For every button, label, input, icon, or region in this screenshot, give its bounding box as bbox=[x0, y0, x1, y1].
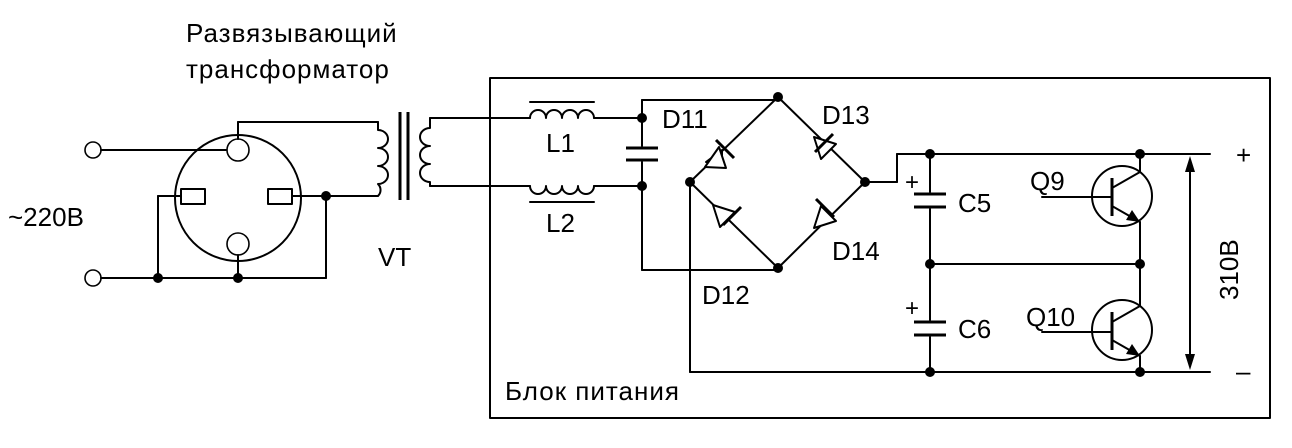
diode-d13 bbox=[813, 132, 837, 160]
transistor-q9-label: Q9 bbox=[1030, 166, 1065, 196]
diode-d11 bbox=[704, 138, 736, 169]
inductor-l1: L1 bbox=[529, 101, 643, 158]
diode-d12-label: D12 bbox=[702, 280, 750, 310]
plus-sign: + bbox=[1236, 140, 1251, 170]
inductor-l2-label: L2 bbox=[546, 208, 575, 238]
dc-bus bbox=[689, 149, 1211, 377]
title-line-1: Развязывающий bbox=[186, 18, 398, 48]
title-line-2: трансформатор bbox=[186, 54, 390, 84]
mains-terminal-bottom bbox=[84, 269, 102, 287]
capacitor-c6: + C6 bbox=[905, 263, 991, 373]
capacitor-c5: + C5 bbox=[905, 153, 991, 265]
capacitor-c5-label: C5 bbox=[958, 188, 991, 218]
transistor-q9: Q9 bbox=[1030, 153, 1153, 265]
diode-d14-label: D14 bbox=[832, 236, 880, 266]
power-block-border bbox=[489, 77, 1271, 419]
diode-d12 bbox=[712, 204, 743, 228]
transistor-q10-label: Q10 bbox=[1026, 302, 1075, 332]
inductor-l2: L2 bbox=[529, 185, 643, 238]
socket-pin-top bbox=[226, 138, 250, 162]
inductor-l1-label: L1 bbox=[546, 128, 575, 158]
transformer-label: VT bbox=[378, 242, 411, 272]
filter-capacitor bbox=[626, 99, 658, 271]
mains-voltage-label: ~220В bbox=[8, 202, 84, 232]
minus-sign: – bbox=[1236, 356, 1251, 386]
mains-input: ~220В bbox=[8, 141, 327, 287]
diode-d13-label: D13 bbox=[822, 100, 870, 130]
bridge-rectifier: D11 D13 D12 D14 bbox=[641, 92, 880, 373]
socket-slot-right bbox=[267, 188, 293, 205]
voltage-label: 310В bbox=[1214, 239, 1244, 300]
block-label: Блок питания bbox=[505, 376, 680, 406]
socket-pin-bottom bbox=[226, 232, 250, 256]
diode-d14 bbox=[813, 197, 837, 229]
voltage-dimension: 310В + – bbox=[1185, 140, 1251, 386]
capacitor-c5-plus: + bbox=[905, 169, 919, 196]
diode-d11-label: D11 bbox=[662, 104, 708, 134]
socket-symbol bbox=[153, 121, 379, 283]
transformer-vt: VT bbox=[357, 112, 531, 272]
capacitor-c6-plus: + bbox=[905, 295, 919, 322]
transistor-q10: Q10 bbox=[1026, 263, 1153, 373]
socket-slot-left bbox=[180, 188, 206, 205]
capacitor-c6-label: C6 bbox=[958, 314, 991, 344]
mains-terminal-top bbox=[84, 141, 102, 159]
